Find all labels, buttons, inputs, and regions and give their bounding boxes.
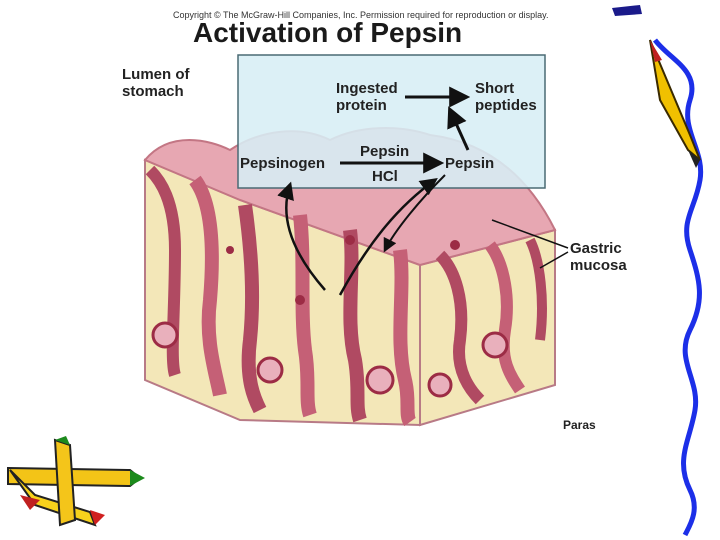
secretion-arrow-hcl [338,177,438,296]
decorative-border-squiggle [653,38,704,537]
pepsinogen-label: Pepsinogen [240,155,326,172]
copyright-notice: Copyright © The McGraw-Hill Companies, I… [173,10,549,20]
pen-clipart-icon [612,5,701,168]
hcl-label: HCl [372,168,398,185]
reaction-box [237,54,546,189]
gastric-leader-2 [539,251,569,269]
gastric-leader-1 [491,219,569,249]
diagram-title: Activation of Pepsin [193,17,463,48]
credit-label: Paras [563,418,596,432]
pencils-clipart-icon [7,436,145,527]
secretion-arrow-pepsinogen [277,181,326,291]
pepsin-to-short-arrow [447,106,470,151]
pepsin-label: Pepsin [445,155,495,172]
feedback-arrow-pepsin [383,174,446,253]
pepsin-arrow-label: Pepsin [360,143,410,160]
